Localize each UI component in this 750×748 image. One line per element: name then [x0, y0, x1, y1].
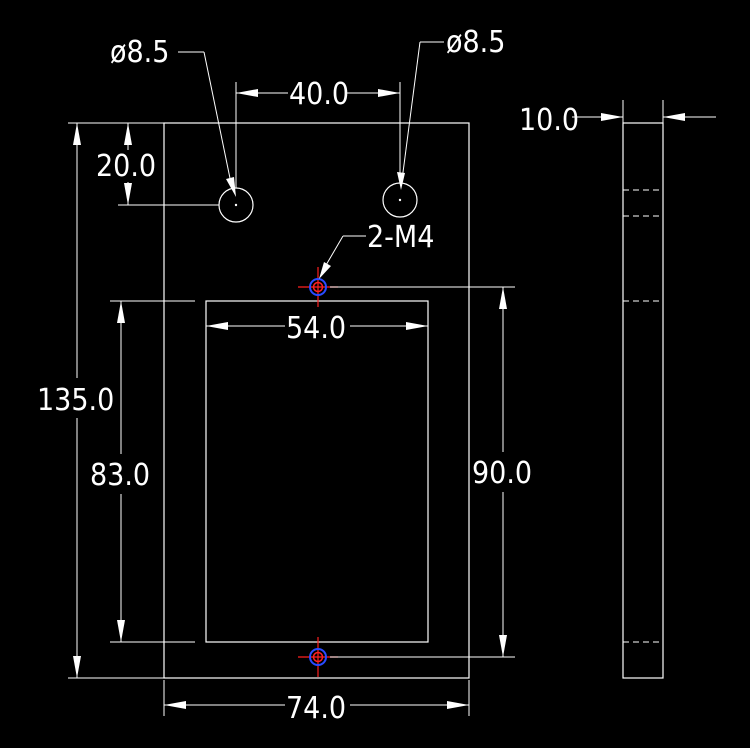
dim-overall-width	[163, 680, 470, 716]
dim-hole-spacing	[235, 82, 401, 188]
label-window-height: 83.0	[90, 458, 150, 493]
side-view-hidden-lines	[623, 189, 663, 643]
label-overall-width: 74.0	[286, 691, 346, 726]
tapped-hole-bottom	[298, 637, 338, 677]
label-hole-dia-left: ø8.5	[110, 35, 169, 70]
through-hole-right	[382, 182, 418, 218]
dim-thickness	[572, 100, 716, 123]
dim-window-height	[110, 300, 195, 643]
label-overall-height: 135.0	[37, 383, 114, 418]
leader-hole-right	[397, 41, 444, 190]
through-hole-left	[218, 187, 254, 223]
label-thickness: 10.0	[519, 103, 579, 138]
dim-hole-offset	[118, 123, 219, 206]
label-window-width: 54.0	[286, 311, 346, 346]
window-cutout	[205, 300, 429, 643]
label-hole-dia-right: ø8.5	[446, 25, 505, 60]
dim-tap-spacing	[330, 286, 515, 658]
label-tapped-holes: 2-M4	[367, 220, 434, 255]
label-hole-spacing: 40.0	[289, 77, 349, 112]
dim-overall-height	[68, 122, 164, 679]
tapped-hole-top	[298, 267, 338, 307]
leader-hole-left	[178, 51, 236, 197]
label-tap-spacing: 90.0	[472, 456, 532, 491]
side-view-outline	[622, 122, 664, 679]
dim-window-width	[206, 322, 428, 330]
label-hole-offset: 20.0	[96, 149, 156, 184]
leader-tapped-holes	[319, 235, 366, 279]
plate-outline	[163, 122, 470, 679]
